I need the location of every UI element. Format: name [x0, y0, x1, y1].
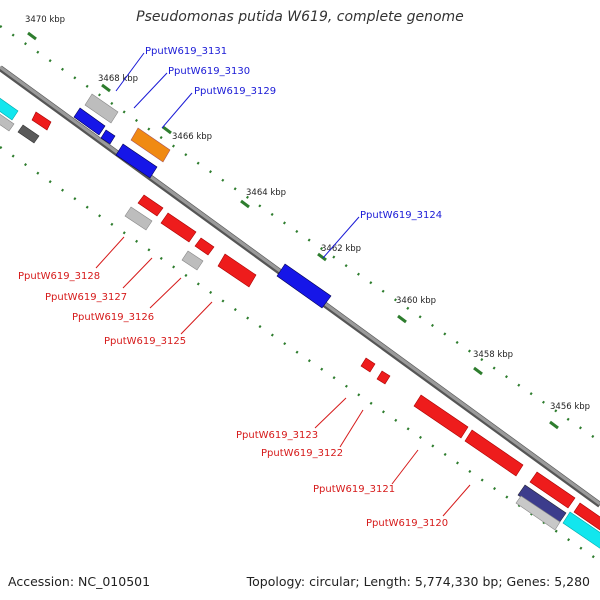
- tick-mark: [162, 125, 172, 135]
- outer-tick-track: [0, 25, 599, 441]
- gene-label[interactable]: PputW619_3128: [18, 271, 100, 282]
- gene-gray[interactable]: [84, 93, 119, 124]
- tick-mark: [240, 199, 250, 209]
- tick-label: 3468 kbp: [98, 74, 138, 84]
- gene-gray[interactable]: [0, 110, 15, 132]
- plus-leaders: [115, 52, 360, 259]
- gene-red[interactable]: [217, 253, 257, 288]
- gene-blue[interactable]: [73, 107, 106, 136]
- tick-mark: [549, 420, 559, 430]
- gene-red[interactable]: [31, 111, 52, 131]
- tick-mark: [397, 314, 407, 324]
- gene-label[interactable]: PputW619_3126: [72, 312, 154, 323]
- tick-label: 3460 kbp: [396, 296, 436, 306]
- gene-gray[interactable]: [515, 495, 561, 531]
- gene-label[interactable]: PputW619_3131: [145, 46, 227, 57]
- gene-label[interactable]: PputW619_3130: [168, 66, 250, 77]
- inner-tick-track: [0, 146, 599, 561]
- tick-label: 3464 kbp: [246, 188, 286, 198]
- leader-line: [442, 484, 471, 517]
- gene-cyan[interactable]: [0, 94, 19, 121]
- map-title: Pseudomonas putida W619, complete genome: [136, 9, 464, 25]
- gene-red[interactable]: [573, 502, 600, 531]
- gene-label[interactable]: PputW619_3123: [236, 430, 318, 441]
- tick-label: 3462 kbp: [321, 244, 361, 254]
- leader-line: [391, 449, 419, 485]
- accession-text: Accession: NC_010501: [8, 574, 151, 589]
- minus-labels: PputW619_3128 PputW619_3127 PputW619_312…: [18, 271, 448, 529]
- gene-red[interactable]: [160, 212, 197, 243]
- tick-mark: [473, 366, 483, 376]
- leader-line: [95, 236, 125, 269]
- gene-gray[interactable]: [124, 206, 153, 231]
- gene-red[interactable]: [137, 194, 164, 217]
- tick-mark: [27, 31, 37, 41]
- gene-label[interactable]: PputW619_3121: [313, 484, 395, 495]
- gene-label[interactable]: PputW619_3125: [104, 336, 186, 347]
- tick-label: 3458 kbp: [473, 350, 513, 360]
- leader-line: [322, 216, 360, 259]
- genes: [0, 93, 600, 549]
- gene-red[interactable]: [529, 471, 576, 509]
- leader-line: [161, 92, 193, 129]
- leader-line: [133, 72, 168, 109]
- topology-text: Topology: circular; Length: 5,774,330 bp…: [246, 574, 590, 589]
- gene-label[interactable]: PputW619_3122: [261, 448, 343, 459]
- gene-label[interactable]: PputW619_3124: [360, 210, 442, 221]
- gene-label[interactable]: PputW619_3129: [194, 86, 276, 97]
- gene-red[interactable]: [464, 429, 524, 477]
- tick-mark: [317, 252, 327, 262]
- leader-line: [339, 409, 364, 448]
- gene-cyan[interactable]: [562, 511, 600, 549]
- leader-line: [180, 301, 213, 335]
- tick-mark: [101, 83, 111, 93]
- tick-label: 3456 kbp: [550, 402, 590, 412]
- gene-blue[interactable]: [115, 143, 158, 179]
- gene-red[interactable]: [413, 394, 469, 439]
- leader-line: [149, 277, 182, 309]
- gene-blue[interactable]: [276, 263, 332, 309]
- leader-line: [115, 52, 145, 92]
- major-ticks: 3470 kbp 3468 kbp 3466 kbp 3464 kbp 3462…: [25, 15, 590, 430]
- gene-red[interactable]: [376, 370, 391, 385]
- plus-labels: PputW619_3131 PputW619_3130 PputW619_312…: [145, 46, 442, 221]
- leader-line: [314, 397, 347, 429]
- minus-leaders: [95, 236, 471, 517]
- gene-gray[interactable]: [181, 250, 204, 271]
- gene-label[interactable]: PputW619_3120: [366, 518, 448, 529]
- gene-blue[interactable]: [100, 129, 116, 145]
- leader-line: [122, 257, 153, 289]
- gene-red[interactable]: [194, 237, 215, 256]
- gene-dark[interactable]: [17, 124, 40, 144]
- tick-label: 3466 kbp: [172, 132, 212, 142]
- gene-orange[interactable]: [130, 127, 171, 163]
- gene-label[interactable]: PputW619_3127: [45, 292, 127, 303]
- tick-label: 3470 kbp: [25, 15, 65, 25]
- gene-red[interactable]: [360, 357, 376, 373]
